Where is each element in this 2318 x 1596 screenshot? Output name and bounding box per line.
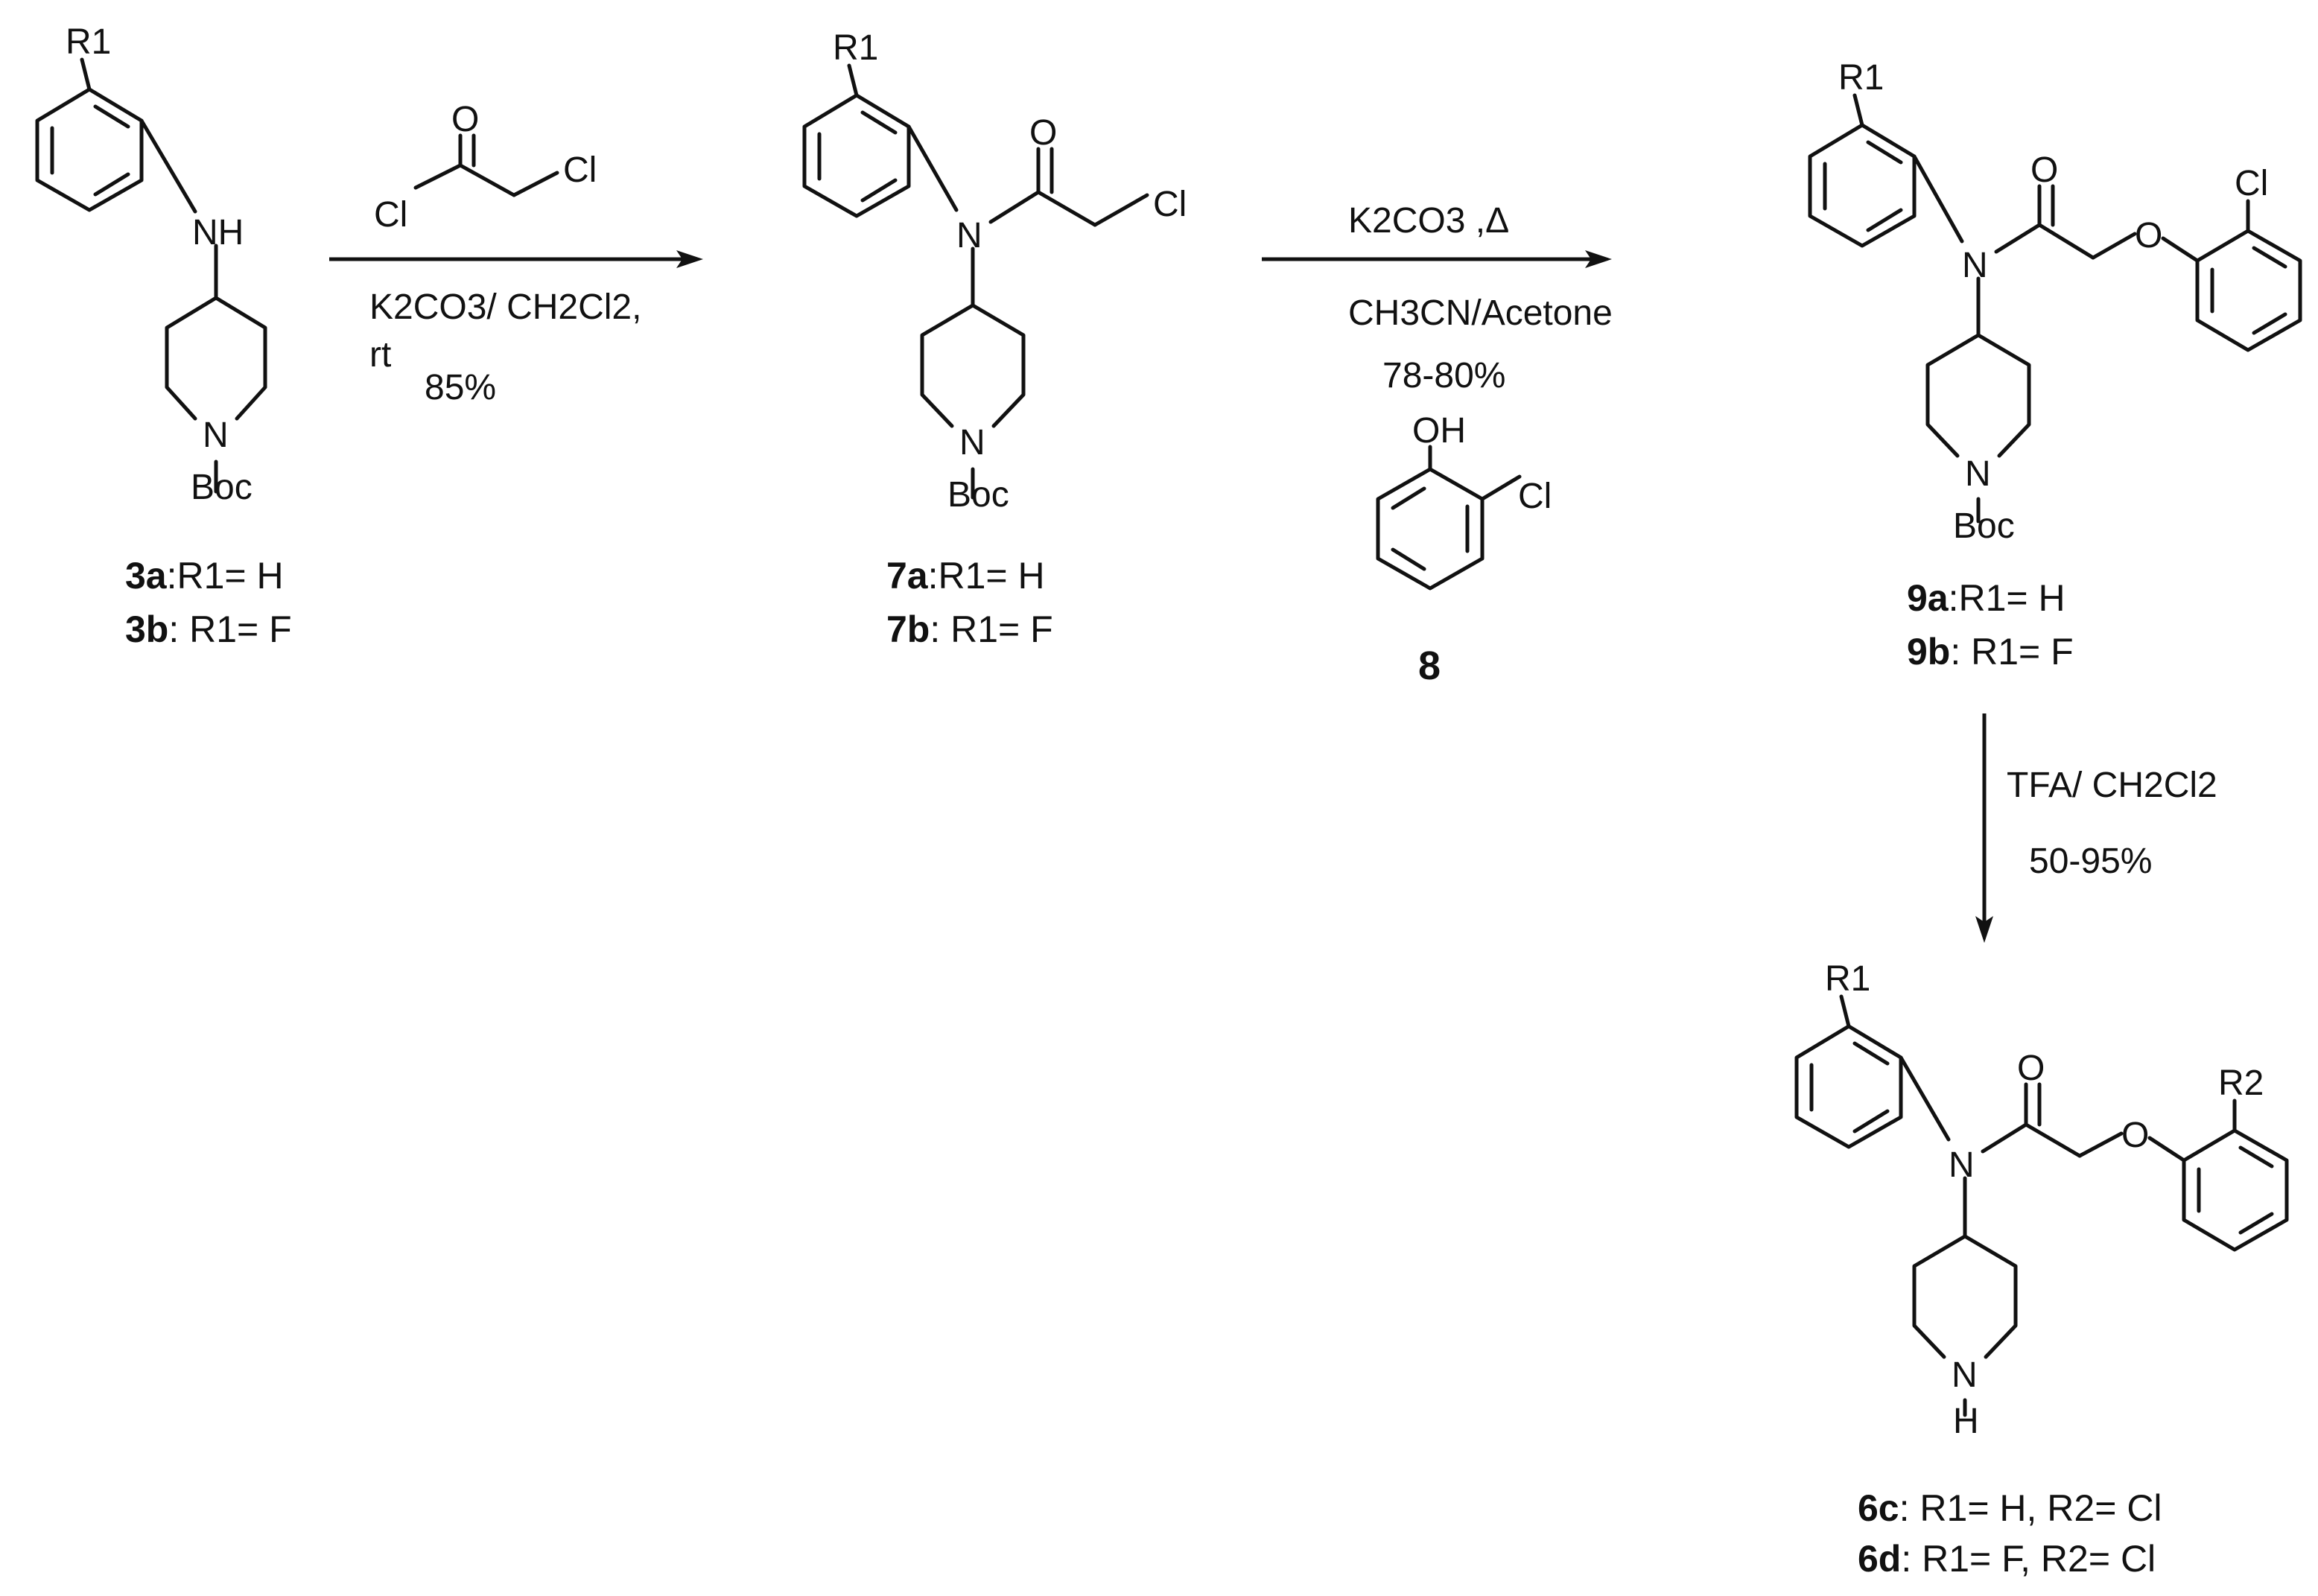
c6-o-carbonyl-label: O (2017, 1049, 2045, 1088)
c7-caption-b: 7b: R1= F (886, 608, 1053, 650)
step1-conditions-line2: rt (369, 335, 391, 375)
c3-caption-a: 3a:R1= H (125, 555, 284, 597)
c6-o-ether-label: O (2121, 1116, 2149, 1155)
step2-conditions-line1: K2CO3 ,Δ (1348, 201, 1509, 241)
c6-r2-label: R2 (2218, 1064, 2264, 1103)
step1-cl-left-label: Cl (374, 195, 407, 235)
c7-o-label: O (1029, 113, 1057, 153)
step1-yield: 85% (425, 368, 496, 407)
c7-n-pip-label: N (959, 423, 985, 462)
c7-r1-label: R1 (833, 28, 878, 68)
c9-boc-label: Boc (1953, 506, 2015, 546)
compound-9-structure (1808, 93, 2302, 524)
compound-3-structure (35, 57, 267, 494)
c9-caption-b: 9b: R1= F (1907, 631, 2074, 673)
c3-n-label: N (203, 416, 229, 455)
c7-cl-label: Cl (1153, 185, 1187, 224)
step1-o-label: O (451, 100, 479, 139)
step2-conditions-line2: CH3CN/Acetone (1348, 293, 1613, 333)
c3-nh-label: NH (192, 213, 244, 252)
c6-r1-label: R1 (1825, 959, 1870, 999)
c8-cl-label: Cl (1518, 477, 1552, 516)
compound-6-structure (1794, 994, 2289, 1417)
c3-boc-label: Boc (191, 468, 253, 507)
step1-reagent-structure (413, 133, 559, 197)
c7-caption-a: 7a:R1= H (886, 555, 1045, 597)
c9-o-ether-label: O (2135, 216, 2162, 255)
compound-7-structure (802, 63, 1149, 500)
c8-id-label: 8 (1418, 643, 1441, 688)
c9-n-pip-label: N (1965, 454, 1991, 494)
c9-cl-label: Cl (2235, 164, 2268, 203)
c9-r1-label: R1 (1838, 58, 1884, 98)
heat-symbol: Δ (1485, 201, 1509, 241)
c3-r1-label: R1 (66, 22, 111, 62)
step1-arrow (329, 250, 703, 268)
step3-yield: 50-95% (2029, 842, 2152, 881)
c7-n-amide-label: N (956, 216, 982, 255)
step2-yield: 78-80% (1382, 356, 1505, 395)
step1-conditions-line1: K2CO3/ CH2Cl2, (369, 287, 641, 327)
c6-n-amide-label: N (1949, 1145, 1975, 1185)
c6-caption-c: 6c: R1= H, R2= Cl (1858, 1487, 2162, 1529)
step1-cl-right-label: Cl (563, 150, 597, 190)
step3-conditions-line1: TFA/ CH2Cl2 (2007, 766, 2217, 805)
c3-caption-b: 3b: R1= F (125, 608, 292, 650)
c9-caption-a: 9a:R1= H (1907, 577, 2065, 619)
c6-caption-d: 6d: R1= F, R2= Cl (1858, 1538, 2156, 1580)
c7-boc-label: Boc (947, 475, 1009, 515)
c9-n-amide-label: N (1962, 246, 1988, 285)
step2-arrow (1262, 250, 1612, 268)
c9-o-carbonyl-label: O (2030, 150, 2058, 190)
c6-h-label: H (1953, 1402, 1979, 1441)
step3-arrow (1975, 713, 1993, 943)
compound-8-structure (1376, 445, 1522, 591)
c8-oh-label: OH (1412, 411, 1466, 451)
c6-n-pip-label: N (1952, 1355, 1978, 1395)
